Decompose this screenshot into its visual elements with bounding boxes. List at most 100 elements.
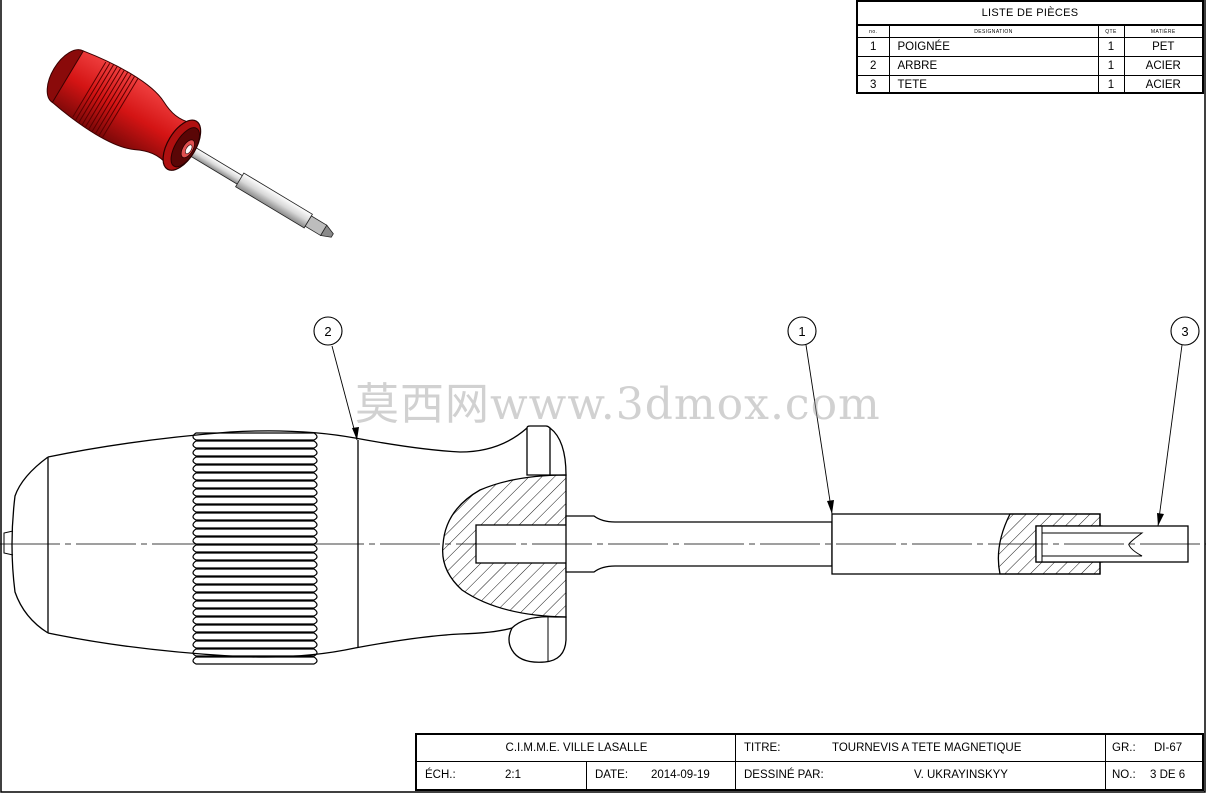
knurl-ridge — [192, 584, 318, 593]
table-row: 1 POIGNÉE 1 PET — [858, 37, 1202, 57]
row-no: 2 — [858, 56, 890, 76]
knurl-ridge — [192, 440, 318, 449]
tb-title-cell: TITRE: TOURNEVIS A TETE MAGNETIQUE — [736, 735, 1106, 762]
knurl-ridge — [192, 480, 318, 489]
handle-end-cap — [11, 456, 49, 634]
parts-list-table: no. DESIGNATION QTE MATIÈRE 1 POIGNÉE 1 … — [858, 25, 1202, 94]
handle-collar-bottom — [508, 616, 567, 663]
tb-scale-value: 2:1 — [505, 769, 521, 781]
header-no: no. — [858, 25, 890, 38]
isometric-view — [46, 49, 334, 238]
row-material: ACIER — [1123, 56, 1202, 76]
knurl-ridge — [192, 472, 318, 481]
knurl-ridge — [192, 656, 318, 665]
tb-group-label: GR.: — [1112, 742, 1136, 754]
tb-scale-label: ÉCH.: — [425, 769, 456, 781]
parts-list: LISTE DE PIÈCES no. DESIGNATION QTE MATI… — [856, 0, 1204, 94]
handle-outline-bottom — [47, 627, 513, 658]
handle-collar-top-right — [549, 427, 567, 476]
tb-sheet-value: 3 DE 6 — [1150, 769, 1186, 781]
row-designation: ARBRE — [888, 56, 1099, 76]
tb-organization-cell: C.I.M.M.E. VILLE LASALLE — [417, 735, 736, 762]
row-qty: 1 — [1097, 75, 1125, 94]
knurl-ridge — [192, 616, 318, 625]
header-qty: QTE — [1097, 25, 1125, 38]
header-material: MATIÈRE — [1123, 25, 1202, 38]
knurl-ridge — [192, 536, 318, 545]
tb-organization: C.I.M.M.E. VILLE LASALLE — [505, 742, 648, 754]
row-qty: 1 — [1097, 56, 1125, 76]
leader-2-arrow — [352, 427, 359, 440]
balloon-2 — [313, 316, 343, 346]
table-row: 2 ARBRE 1 ACIER — [858, 56, 1202, 76]
knurl-ridge — [192, 528, 318, 537]
tb-title-label: TITRE: — [744, 742, 781, 754]
knurl-ridge — [192, 456, 318, 465]
knurl-ridge — [192, 592, 318, 601]
handle-collar-top — [526, 425, 551, 476]
knurl-ridge — [192, 448, 318, 457]
row-no: 1 — [858, 37, 890, 57]
row-no: 3 — [858, 75, 890, 94]
table-row: 3 TETE 1 ACIER — [858, 75, 1202, 94]
tb-date-value: 2014-09-19 — [651, 769, 710, 781]
watermark: 莫西网www.3dmox.com — [355, 379, 881, 430]
balloon-3-group: 3 — [1157, 316, 1200, 527]
iso-knurl — [72, 61, 139, 139]
handle-end-tip — [3, 530, 14, 556]
tb-group-cell: GR.: DI-67 — [1106, 735, 1204, 762]
tb-drawn-cell: DESSINÉ PAR: V. UKRAYINSKYY — [736, 762, 1106, 789]
knurl-ridge — [192, 600, 318, 609]
row-material: PET — [1123, 37, 1202, 57]
tb-title-value: TOURNEVIS A TETE MAGNETIQUE — [832, 742, 1022, 754]
leader-3-arrow — [1157, 513, 1164, 526]
balloon-2-label: 2 — [324, 324, 331, 339]
leader-1-arrow — [827, 500, 834, 514]
balloon-3-label: 3 — [1181, 324, 1188, 339]
knurl-ridge — [192, 560, 318, 569]
row-qty: 1 — [1097, 37, 1125, 57]
knurl-ridge — [192, 624, 318, 633]
balloon-1-label: 1 — [798, 324, 805, 339]
tb-group-value: DI-67 — [1154, 742, 1183, 754]
knurl-ridge — [192, 632, 318, 641]
balloon-1 — [787, 316, 817, 346]
knurl-ridge — [192, 568, 318, 577]
knurl-ridge — [192, 544, 318, 553]
knurl-ridge — [192, 504, 318, 513]
row-designation: TETE — [888, 75, 1099, 94]
balloon-2-group: 2 — [313, 316, 359, 441]
leader-3 — [1157, 344, 1183, 527]
iso-handle-hole-core — [185, 144, 193, 155]
knurl-ridge — [192, 464, 318, 473]
knurl-ridge — [192, 496, 318, 505]
knurl-ridge — [192, 432, 318, 441]
tb-date-cell: DATE: 2014-09-19 — [587, 762, 736, 789]
leader-1 — [805, 344, 833, 515]
knurl-ridge — [192, 520, 318, 529]
parts-list-header: no. DESIGNATION QTE MATIÈRE — [858, 25, 1202, 38]
knurl-ridge — [192, 552, 318, 561]
tb-sheet-label: NO.: — [1112, 769, 1136, 781]
row-designation: POIGNÉE — [888, 37, 1099, 57]
knurl-ridge — [192, 640, 318, 649]
title-block: C.I.M.M.E. VILLE LASALLE TITRE: TOURNEVI… — [415, 733, 1204, 791]
knurl-ridge — [192, 608, 318, 617]
knurl-ridge — [192, 648, 318, 657]
handle-knurling — [192, 432, 318, 665]
handle-outline-top — [47, 427, 528, 458]
tb-date-label: DATE: — [595, 769, 629, 781]
tb-sheet-cell: NO.: 3 DE 6 — [1106, 762, 1204, 789]
balloon-1-group: 1 — [787, 316, 834, 515]
knurl-ridge — [192, 576, 318, 585]
balloon-3 — [1170, 316, 1200, 346]
row-material: ACIER — [1123, 75, 1202, 94]
iso-bit-tip — [319, 224, 334, 238]
tb-scale-cell: ÉCH.: 2:1 — [417, 762, 587, 789]
tb-drawn-label: DESSINÉ PAR: — [744, 769, 824, 781]
parts-list-title: LISTE DE PIÈCES — [858, 2, 1202, 25]
header-designation: DESIGNATION — [888, 25, 1099, 38]
tb-drawn-value: V. UKRAYINSKYY — [914, 769, 1008, 781]
leader-2 — [331, 345, 358, 441]
